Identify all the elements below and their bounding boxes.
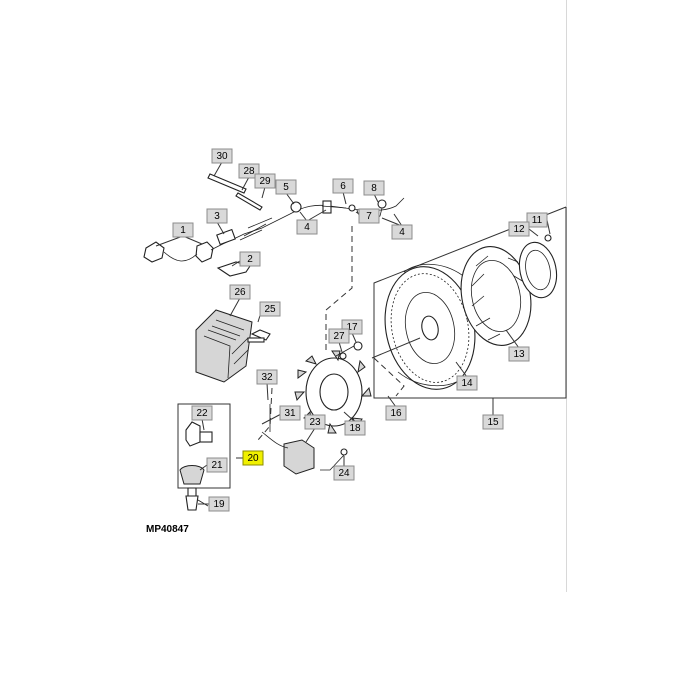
callout-number: 5 xyxy=(283,182,289,193)
callout-22[interactable]: 22 xyxy=(191,405,213,421)
callout-number: 30 xyxy=(216,151,228,162)
callout-7[interactable]: 7 xyxy=(358,208,380,224)
routing-dashes xyxy=(257,226,405,441)
callout-number: 7 xyxy=(366,211,372,222)
callout-number: 25 xyxy=(264,304,276,315)
callout-25[interactable]: 25 xyxy=(259,301,281,317)
harness-connector-mid xyxy=(195,241,214,263)
callout-32[interactable]: 32 xyxy=(256,369,278,385)
callout-26[interactable]: 26 xyxy=(229,284,251,300)
callout-number: 18 xyxy=(349,423,361,434)
callout-5[interactable]: 5 xyxy=(275,179,297,195)
callout-28[interactable]: 28 xyxy=(238,163,260,179)
callout-number: 29 xyxy=(259,176,271,187)
callout-19[interactable]: 19 xyxy=(208,496,230,512)
callout-number: 24 xyxy=(338,468,350,479)
spark-plug-parts xyxy=(179,421,213,511)
callout-number: 2 xyxy=(247,254,253,265)
callout-number: 22 xyxy=(196,408,208,419)
callout-6[interactable]: 6 xyxy=(332,178,354,194)
callout-30[interactable]: 30 xyxy=(211,148,233,164)
callout-number: 21 xyxy=(211,460,223,471)
callout-number: 1 xyxy=(180,225,186,236)
spark-plug-cap-group-bracket xyxy=(177,403,231,489)
callout-4[interactable]: 4 xyxy=(391,224,413,240)
callout-27[interactable]: 27 xyxy=(328,328,350,344)
callout-24[interactable]: 24 xyxy=(333,465,355,481)
wire-harness xyxy=(143,173,405,277)
callout-number: 28 xyxy=(243,166,255,177)
callout-21[interactable]: 21 xyxy=(206,457,228,473)
callout-1[interactable]: 1 xyxy=(172,222,194,238)
callout-number: 32 xyxy=(261,372,273,383)
callout-number: 4 xyxy=(399,227,405,238)
callout-number: 14 xyxy=(461,378,473,389)
callout-2[interactable]: 2 xyxy=(239,251,261,267)
callout-number: 19 xyxy=(213,499,225,510)
callout-number: 23 xyxy=(309,417,321,428)
callout-23[interactable]: 23 xyxy=(304,414,326,430)
callout-18[interactable]: 18 xyxy=(344,420,366,436)
flywheel-group-bracket xyxy=(373,206,567,399)
callout-20-highlighted[interactable]: 20 xyxy=(242,450,264,466)
callout-29[interactable]: 29 xyxy=(254,173,276,189)
callout-13[interactable]: 13 xyxy=(508,346,530,362)
callout-11[interactable]: 11 xyxy=(526,212,548,228)
callout-8[interactable]: 8 xyxy=(363,180,385,196)
callout-4[interactable]: 4 xyxy=(296,219,318,235)
callout-number: 27 xyxy=(333,331,345,342)
callout-number: 4 xyxy=(304,222,310,233)
callout-16[interactable]: 16 xyxy=(385,405,407,421)
callout-number: 26 xyxy=(234,287,246,298)
callout-number: 15 xyxy=(487,417,499,428)
callout-31[interactable]: 31 xyxy=(279,405,301,421)
pin-28 xyxy=(235,192,263,211)
regulator-rectifier xyxy=(195,309,271,383)
pin-30 xyxy=(207,173,247,194)
ignition-coil xyxy=(261,404,348,475)
figure-reference-code: MP40847 xyxy=(146,524,189,535)
stator xyxy=(294,350,372,434)
callout-number: 3 xyxy=(214,211,220,222)
sleeve-3 xyxy=(216,228,236,246)
callout-14[interactable]: 14 xyxy=(456,375,478,391)
callout-number: 16 xyxy=(390,408,402,419)
callout-number: 31 xyxy=(284,408,296,419)
callout-12[interactable]: 12 xyxy=(508,221,530,237)
callout-number: 20 xyxy=(247,453,259,464)
fan-screen xyxy=(518,234,558,299)
callout-3[interactable]: 3 xyxy=(206,208,228,224)
callout-number: 8 xyxy=(371,183,377,194)
callout-number: 12 xyxy=(513,224,525,235)
harness-connector-left xyxy=(143,241,165,263)
callout-number: 6 xyxy=(340,181,346,192)
callout-number: 13 xyxy=(513,349,525,360)
stator-fasteners xyxy=(335,341,363,360)
callout-number: 17 xyxy=(346,322,358,333)
callout-15[interactable]: 15 xyxy=(482,414,504,430)
callout-number: 11 xyxy=(532,215,543,226)
flywheel xyxy=(371,263,476,390)
